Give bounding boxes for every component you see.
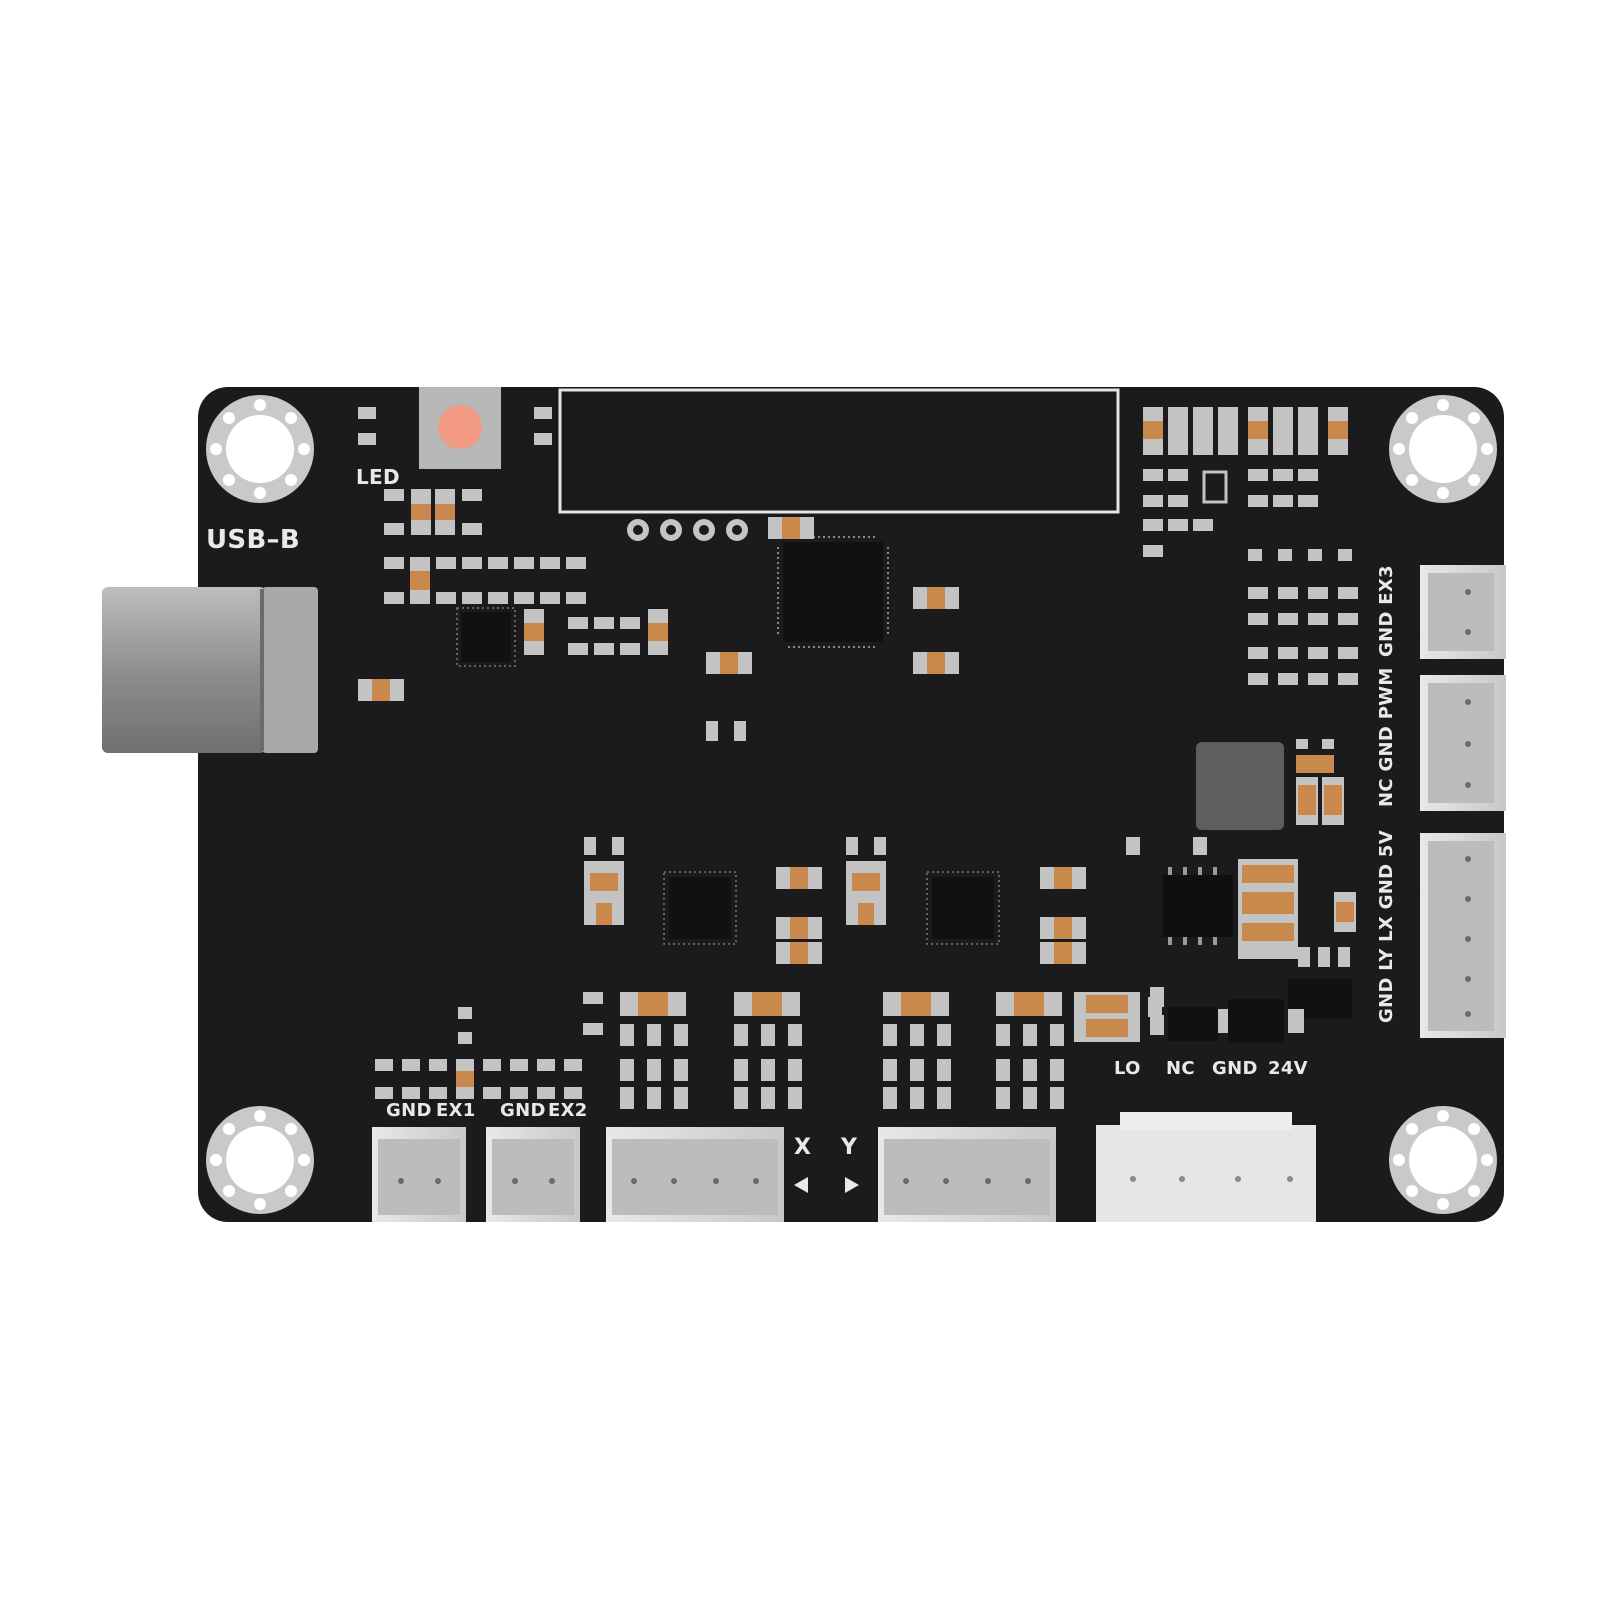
smd-components (358, 407, 1358, 1109)
ex2-label: EX2 (548, 1100, 588, 1121)
top-module-outline (558, 388, 1120, 514)
24v-label: 24V (1268, 1058, 1308, 1079)
limit-group-label: GND LY LX GND 5V (1376, 830, 1397, 1023)
connector-power (1096, 1112, 1316, 1222)
y-axis-label: Y (841, 1135, 858, 1160)
pwm-group-label: NC GND PWM (1376, 667, 1397, 807)
connector-x-motor (606, 1127, 784, 1222)
mounting-hole-top-right (1389, 395, 1497, 503)
connector-y-motor (878, 1127, 1056, 1222)
connector-pwm (1420, 675, 1506, 811)
mounting-hole-bottom-right (1389, 1106, 1497, 1214)
pcb-drawing (198, 387, 1506, 1222)
power-inductor (1196, 742, 1284, 830)
soic-chip (1163, 867, 1233, 945)
connector-limits (1420, 833, 1506, 1038)
connector-ex3 (1420, 565, 1506, 659)
motor-driver-chip-y (926, 871, 1000, 945)
usb-label: USB–B (206, 525, 300, 555)
ex3-group-label: GND EX3 (1376, 565, 1397, 657)
connector-ex1 (372, 1127, 466, 1222)
mounting-hole-bottom-left (206, 1106, 314, 1214)
nc-label: NC (1166, 1058, 1195, 1079)
usb-interface-chip (456, 607, 516, 667)
mounting-hole-top-left (206, 395, 314, 503)
x-arrow-icon (794, 1177, 808, 1193)
controller-board: LED USB–B GND EX1 GND EX2 X Y LO NC GND … (102, 387, 1506, 1222)
x-axis-label: X (794, 1135, 812, 1160)
ex1-label: EX1 (436, 1100, 476, 1121)
lo-label: LO (1114, 1058, 1141, 1079)
gnd-power-label: GND (1212, 1058, 1258, 1079)
usb-b-connector (102, 587, 318, 753)
y-arrow-icon (845, 1177, 859, 1193)
ex2-gnd-label: GND (500, 1100, 546, 1121)
led-button (419, 387, 501, 469)
header-pin-holes (627, 519, 748, 541)
motor-driver-chip-x (663, 871, 737, 945)
led-label: LED (356, 465, 400, 489)
ex1-gnd-label: GND (386, 1100, 432, 1121)
main-mcu-chip (777, 536, 889, 648)
connector-ex2 (486, 1127, 580, 1222)
